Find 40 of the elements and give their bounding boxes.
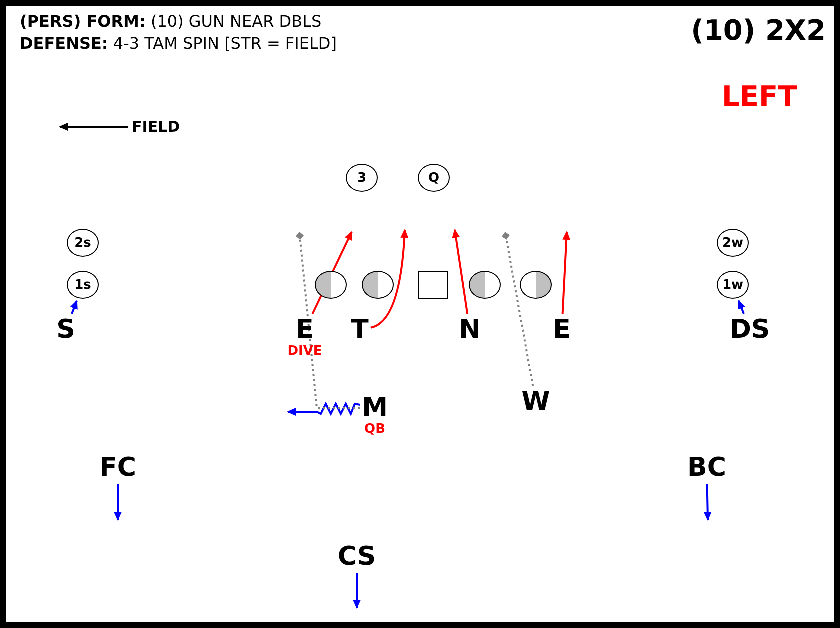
lineman-marker <box>315 271 347 299</box>
player-circle: 2w <box>717 229 749 257</box>
route-arrow <box>704 484 712 521</box>
player-letter: N <box>459 316 481 344</box>
dotted-route-line <box>296 232 360 409</box>
route-arrow <box>114 484 122 521</box>
lineman-marker <box>520 271 552 299</box>
player-letter: DS <box>730 316 770 344</box>
route-arrow <box>287 402 360 416</box>
player-circle: 1w <box>717 271 749 299</box>
player-circle: 3 <box>346 164 378 192</box>
lineman-marker <box>362 271 394 299</box>
player-circle: 2s <box>67 229 99 257</box>
center-marker <box>418 271 448 299</box>
player-letter: S <box>56 316 76 344</box>
route-arrow <box>738 300 746 314</box>
route-arrow <box>452 229 469 314</box>
player-circle: Q <box>418 164 450 192</box>
player-letter: T <box>351 316 369 344</box>
player-letter: W <box>522 388 550 416</box>
direction-word: LEFT <box>722 80 798 113</box>
assignment-label: DIVE <box>288 344 322 360</box>
route-arrow <box>370 229 409 329</box>
player-letter: CS <box>338 543 376 571</box>
player-circle: 1s <box>67 271 99 299</box>
player-letter: BC <box>688 454 726 482</box>
dotted-route-line <box>502 232 534 386</box>
player-letter: E <box>553 316 571 344</box>
route-arrow <box>70 300 78 314</box>
route-arrow <box>562 231 571 314</box>
player-letter: FC <box>100 454 136 482</box>
defense-line: DEFENSE: 4-3 TAM SPIN [STR = FIELD] <box>20 34 337 53</box>
lineman-marker <box>469 271 501 299</box>
player-letter: E <box>296 316 314 344</box>
player-letter: M <box>362 394 388 422</box>
route-arrow <box>353 573 361 609</box>
assignment-label: QB <box>364 422 386 438</box>
formation-tag: (10) 2X2 <box>691 14 826 47</box>
field-label: FIELD <box>132 118 180 136</box>
formation-line: (PERS) FORM: (10) GUN NEAR DBLS <box>20 12 322 31</box>
